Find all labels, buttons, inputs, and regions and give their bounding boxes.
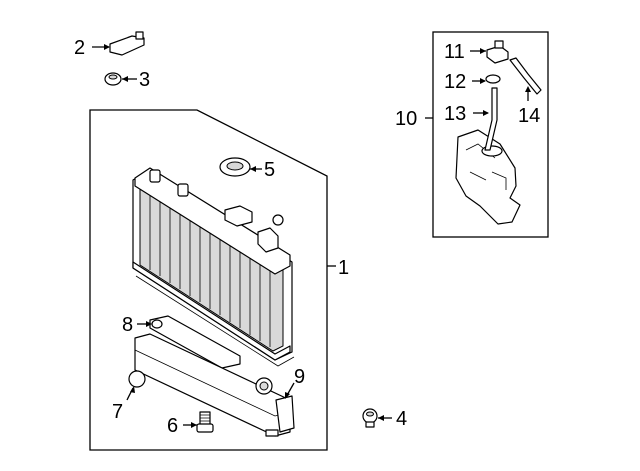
hose-icon — [509, 57, 542, 95]
arrow-8 — [146, 321, 152, 327]
lower-tank-icon — [134, 333, 295, 437]
arrow-13 — [483, 110, 489, 116]
seal-icon — [485, 74, 501, 84]
callout-2: 2 — [74, 37, 85, 59]
o-ring-icon — [128, 370, 146, 388]
radiator-mount-grommet-icon — [272, 214, 284, 226]
arrow-6 — [191, 422, 197, 428]
callout-7: 7 — [112, 401, 123, 423]
callout-4: 4 — [396, 408, 407, 430]
drain-plug-icon — [196, 411, 214, 433]
arrow-2 — [104, 44, 110, 50]
drain-nut-icon — [255, 377, 273, 395]
arrow-11 — [480, 48, 486, 54]
callout-5: 5 — [264, 159, 275, 181]
callout-12: 12 — [444, 71, 466, 93]
overflow-hose-icon — [484, 87, 498, 151]
callout-11: 11 — [444, 41, 465, 63]
callout-1: 1 — [338, 257, 349, 279]
reservoir-cap-icon — [486, 40, 509, 64]
arrow-4 — [378, 415, 384, 421]
bracket-icon — [109, 31, 145, 56]
arrow-14 — [525, 86, 531, 92]
radiator-cap-icon — [219, 157, 251, 177]
cushion-icon — [104, 72, 122, 86]
arrow-3 — [122, 76, 128, 82]
arrow-7 — [130, 386, 135, 393]
reservoir-tank-icon — [455, 129, 521, 225]
arrow-12 — [480, 78, 486, 84]
cushion-icon-4 — [362, 408, 378, 428]
callout-6: 6 — [167, 415, 178, 437]
reservoir-group-outline — [432, 31, 549, 238]
callout-9: 9 — [294, 366, 305, 388]
callout-3: 3 — [139, 69, 150, 91]
arrow-5 — [250, 166, 256, 172]
radiator-core-icon — [132, 167, 295, 367]
arrow-9 — [285, 392, 290, 399]
callout-8: 8 — [122, 314, 133, 336]
radiator-group-outline — [89, 109, 328, 451]
callout-10: 10 — [395, 108, 417, 130]
callout-13: 13 — [444, 103, 466, 125]
callout-14: 14 — [518, 105, 540, 127]
